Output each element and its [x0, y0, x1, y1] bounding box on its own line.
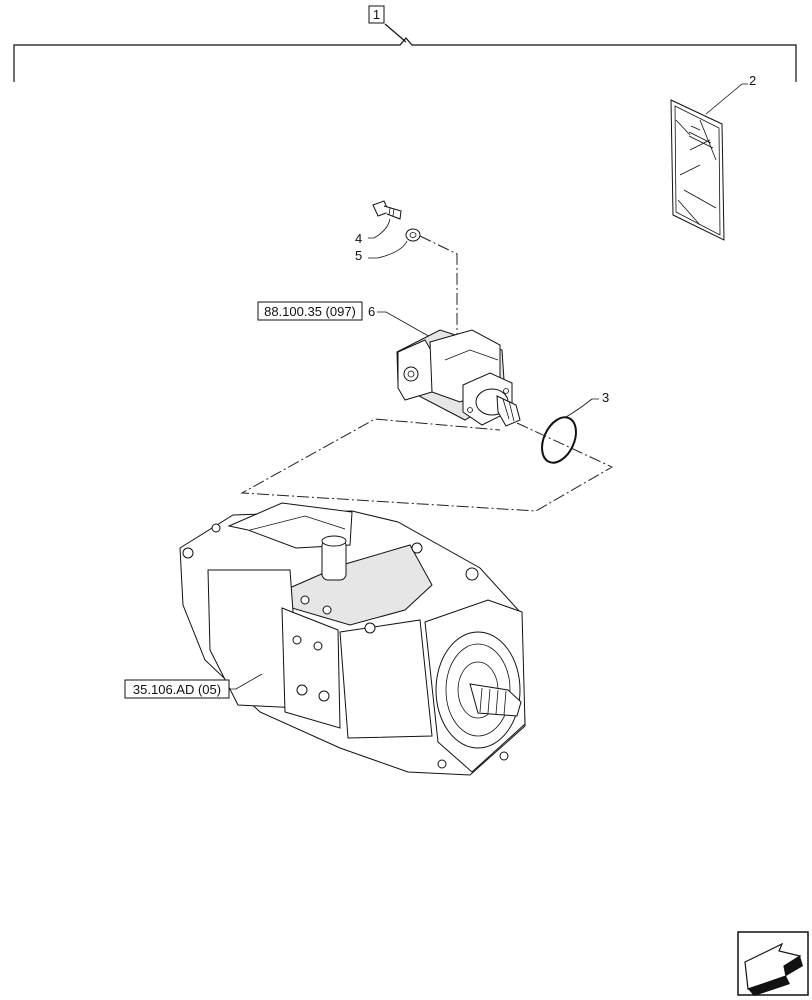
callout-3: 3 [565, 390, 609, 418]
svg-text:3: 3 [602, 390, 609, 405]
callout-2: 2 [705, 73, 756, 115]
bolt-part[interactable] [372, 200, 402, 220]
pump-reference[interactable]: 35.106.AD (05) [124, 673, 263, 699]
svg-text:4: 4 [355, 231, 362, 246]
svg-text:35.106.AD (05): 35.106.AD (05) [133, 682, 221, 697]
svg-text:2: 2 [749, 73, 756, 88]
callout-4: 4 [355, 218, 391, 246]
svg-text:88.100.35 (097): 88.100.35 (097) [264, 304, 356, 319]
callout-5: 5 [355, 240, 408, 263]
svg-text:5: 5 [355, 248, 362, 263]
washer-part[interactable] [405, 228, 421, 242]
assembly-label: 1 [373, 7, 380, 22]
assembly-bracket: 1 [13, 5, 797, 82]
o-ring-part[interactable] [535, 412, 582, 468]
arrow-navigation-icon[interactable] [737, 931, 809, 996]
mounting-outline [240, 418, 614, 512]
hydraulic-pump-part[interactable] [179, 502, 526, 776]
callout-6: 6 [368, 304, 433, 339]
svg-text:6: 6 [368, 304, 375, 319]
motor-reference[interactable]: 88.100.35 (097) [257, 301, 363, 321]
gear-motor-part[interactable] [396, 329, 521, 427]
instruction-booklet-icon[interactable] [670, 99, 725, 241]
